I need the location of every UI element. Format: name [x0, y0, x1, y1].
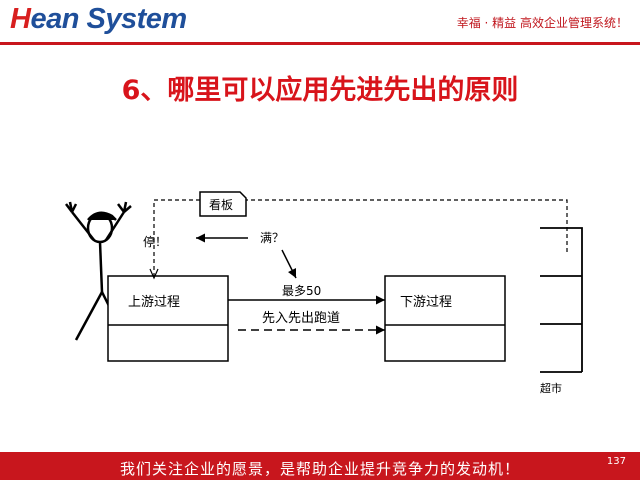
figure-left-leg — [74, 291, 104, 341]
downstream-label: 下游过程 — [400, 295, 452, 310]
page-number: 137 — [606, 456, 626, 467]
figure-cap — [87, 211, 117, 221]
full-arrow — [281, 249, 297, 279]
figure-left-arm — [71, 211, 95, 241]
fifo-lane — [228, 295, 385, 335]
fifo-lane-label: 先入先出跑道 — [262, 311, 340, 326]
max-label: 最多50 — [282, 284, 321, 298]
upstream-label: 上游过程 — [128, 295, 180, 310]
supermarket-shelves — [540, 227, 583, 373]
header-divider — [0, 42, 640, 45]
kanban-label: 看板 — [209, 198, 233, 212]
supermarket-label: 超市 — [540, 381, 562, 395]
brand-logo-text: ean System — [30, 3, 187, 35]
stop-label: 停！ — [143, 234, 167, 249]
brand-logo-h: H — [10, 3, 31, 35]
kanban-loop — [153, 199, 568, 276]
kanban-loop-arrowhead — [149, 268, 159, 280]
footer-bar: 我们关注企业的愿景，是帮助企业提升竞争力的发动机！ 137 — [0, 452, 640, 480]
figure-right-hand — [117, 201, 132, 213]
full-label: 满？ — [260, 231, 284, 245]
header: Hean System 幸福 · 精益 高效企业管理系统！ — [0, 0, 640, 42]
kanban-card: 看板 — [199, 191, 247, 217]
header-slogan: 幸福 · 精益 高效企业管理系统！ — [456, 16, 628, 30]
downstream-process-box: 下游过程 — [384, 275, 506, 362]
footer-slogan: 我们关注企业的愿景，是帮助企业提升竞争力的发动机！ — [119, 460, 520, 478]
upstream-process-box: 上游过程 — [107, 275, 229, 362]
brand-logo: Hean System — [10, 3, 187, 36]
figure-body — [98, 241, 104, 293]
figure-right-arm — [104, 211, 126, 241]
slide-title: 6、哪里可以应用先进先出的原则 — [121, 75, 519, 106]
fifo-diagram: 上游过程 下游过程 最多50 先入先出跑道 看板 停！ 满？ 超市 — [65, 191, 583, 395]
figure-left-hand — [65, 201, 78, 213]
